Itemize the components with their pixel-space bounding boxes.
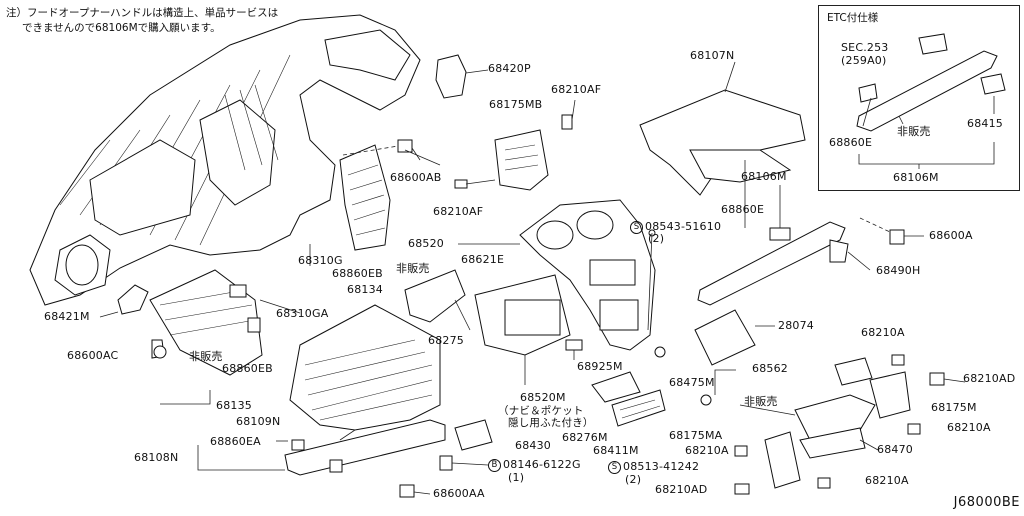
label-68411m: 68411M: [593, 444, 639, 457]
label-28074: 28074: [778, 319, 814, 332]
instrument-panel: [29, 14, 421, 306]
label-68860eb-mid: 68860EB: [332, 267, 383, 280]
label-not-sold-right: 非販売: [744, 395, 778, 408]
part-68520: [519, 199, 656, 351]
part-68109n: [289, 304, 441, 441]
etc-inset: ETC付仕様 SEC.253 (259A0) 68860E 非販売 68415 …: [818, 5, 1020, 191]
label-68175m: 68175M: [931, 401, 977, 414]
part-68108n: [284, 419, 446, 498]
label-08146-qty: (1): [508, 471, 525, 484]
label-68210af-mid: 68210AF: [433, 205, 484, 218]
part-68310g: [339, 139, 421, 251]
label-68562: 68562: [752, 362, 788, 375]
circle-s-mark-2: S: [608, 461, 621, 474]
fasteners: [153, 229, 712, 406]
label-68210ad-r: 68210AD: [963, 372, 1016, 385]
label-68276m: 68276M: [562, 431, 608, 444]
part-68276m: [591, 371, 666, 427]
leader-lines: [160, 149, 966, 471]
label-68600ac: 68600AC: [67, 349, 119, 362]
part-68430: [439, 419, 493, 471]
label-68275: 68275: [428, 334, 464, 347]
label-68210a-b: 68210A: [865, 474, 909, 487]
label-68108n: 68108N: [134, 451, 179, 464]
label-68210a-r2: 68210A: [947, 421, 991, 434]
part-68420p: [435, 54, 489, 99]
label-68175ma: 68175MA: [669, 429, 723, 442]
label-68310ga: 68310GA: [276, 307, 329, 320]
label-68210ad-b: 68210AD: [655, 483, 708, 496]
note-line-1: 注）フードオープナーハンドルは構造上、単品サービスは: [6, 7, 279, 19]
inset-label-68860e: 68860E: [829, 136, 873, 149]
label-68520m-note-1: （ナビ＆ポケット: [498, 405, 584, 417]
label-68421m: 68421M: [44, 310, 90, 323]
label-68621e: 68621E: [461, 253, 505, 266]
label-not-sold-mid: 非販売: [396, 262, 430, 275]
label-08543-51610-number: 08543-51610: [645, 220, 722, 233]
note-line-2: できませんので68106Mで購入願います。: [22, 22, 221, 34]
label-68490h: 68490H: [876, 264, 921, 277]
label-68107n: 68107N: [690, 49, 735, 62]
label-68860eb-left: 68860EB: [222, 362, 273, 375]
label-68520m: 68520M: [520, 391, 566, 404]
part-68107n: [639, 61, 806, 196]
inset-title: ETC付仕様: [827, 12, 879, 24]
label-68860e: 68860E: [721, 203, 765, 216]
label-68210a-c: 68210A: [685, 444, 729, 457]
label-68134: 68134: [347, 283, 383, 296]
inset-label-68415: 68415: [967, 117, 1003, 130]
circle-b-mark: B: [488, 459, 501, 472]
part-68175mb: [454, 99, 576, 191]
inset-label-68106m: 68106M: [893, 171, 939, 184]
label-68210af-top: 68210AF: [551, 83, 602, 96]
label-68600ab: 68600AB: [390, 171, 442, 184]
part-68520m: [474, 274, 571, 385]
label-68925m: 68925M: [577, 360, 623, 373]
label-08146-6122g-number: 08146-6122G: [503, 458, 581, 471]
part-68106m: [697, 217, 924, 306]
label-68520: 68520: [408, 237, 444, 250]
label-68600aa: 68600AA: [433, 487, 485, 500]
label-68210a-r1: 68210A: [861, 326, 905, 339]
label-68860ea: 68860EA: [210, 435, 261, 448]
label-68470: 68470: [877, 443, 913, 456]
label-68135: 68135: [216, 399, 252, 412]
label-68600a: 68600A: [929, 229, 973, 242]
label-68420p: 68420P: [488, 62, 531, 75]
part-68175ma: [734, 431, 831, 495]
diagram-code: J68000BE: [953, 495, 1020, 510]
label-68175mb: 68175MB: [489, 98, 543, 111]
part-68175m: [794, 354, 945, 459]
label-68109n: 68109N: [236, 415, 281, 428]
label-68475m: 68475M: [669, 376, 715, 389]
part-68421m: [99, 284, 149, 318]
circle-s-mark: S: [630, 221, 643, 234]
inset-sec-sub: (259A0): [841, 54, 887, 67]
label-68520m-note-2: 隠し用ふた付き）: [508, 417, 594, 429]
part-28074: [694, 309, 775, 366]
label-68430: 68430: [515, 439, 551, 452]
label-08513-qty: (2): [625, 473, 642, 486]
part-68925m: [565, 339, 583, 360]
label-not-sold-left: 非販売: [189, 350, 223, 363]
label-68310g: 68310G: [298, 254, 343, 267]
label-08513-41242-number: 08513-41242: [623, 460, 700, 473]
label-08543-qty: (2): [648, 232, 665, 245]
inset-drawing: [856, 33, 1006, 169]
inset-not-sold: 非販売: [897, 125, 931, 138]
label-68106m: 68106M: [741, 170, 787, 183]
inset-sec-label: SEC.253: [841, 41, 889, 54]
part-68275: [404, 269, 471, 331]
